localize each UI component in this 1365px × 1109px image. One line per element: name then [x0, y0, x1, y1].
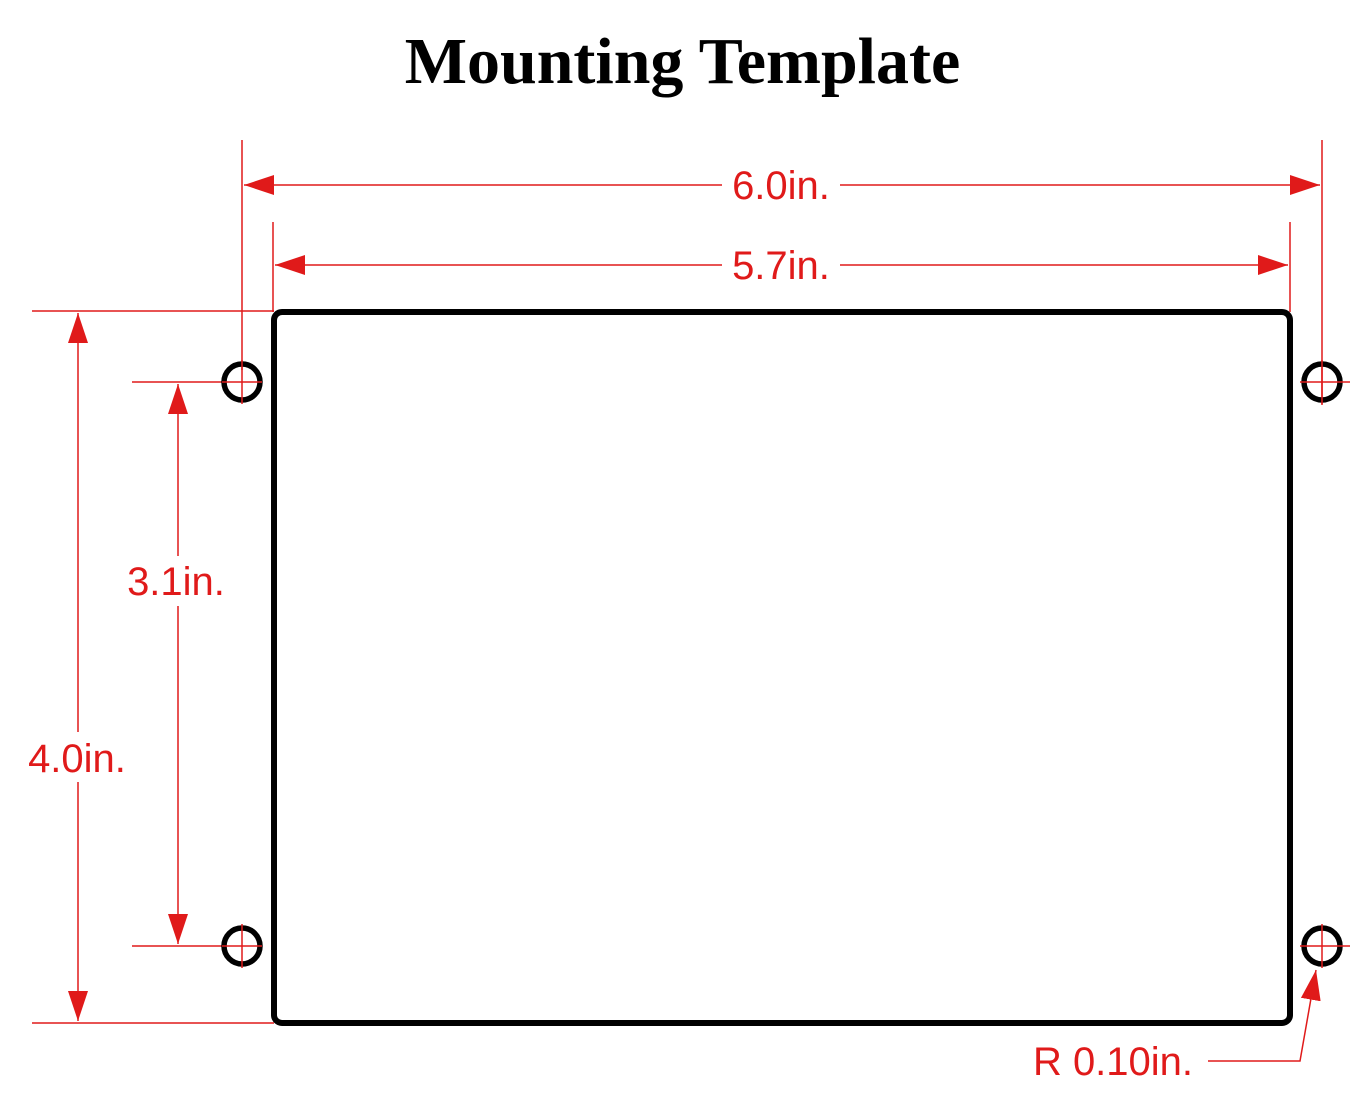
mounting-hole-bottom-right — [1300, 924, 1350, 968]
hole-radius-label: R 0.10in. — [1033, 1040, 1193, 1084]
hole-spacing-label: 3.1in. — [127, 560, 225, 604]
label-backgrounds — [18, 162, 840, 782]
mounting-hole-top-right — [1300, 360, 1350, 404]
mounting-holes — [221, 360, 1350, 968]
extension-lines — [32, 140, 1323, 1024]
dimension-lines — [68, 175, 1321, 1062]
radius-leader-line — [1208, 969, 1321, 1062]
panel-width-label: 5.7in. — [732, 244, 830, 288]
mounting-hole-top-left — [221, 360, 263, 404]
page-title: Mounting Template — [404, 25, 961, 98]
overall-height-label: 4.0in. — [28, 737, 126, 781]
panel-outline — [271, 309, 1293, 1026]
mounting-hole-bottom-left — [221, 924, 263, 968]
overall-width-label: 6.0in. — [732, 164, 830, 208]
